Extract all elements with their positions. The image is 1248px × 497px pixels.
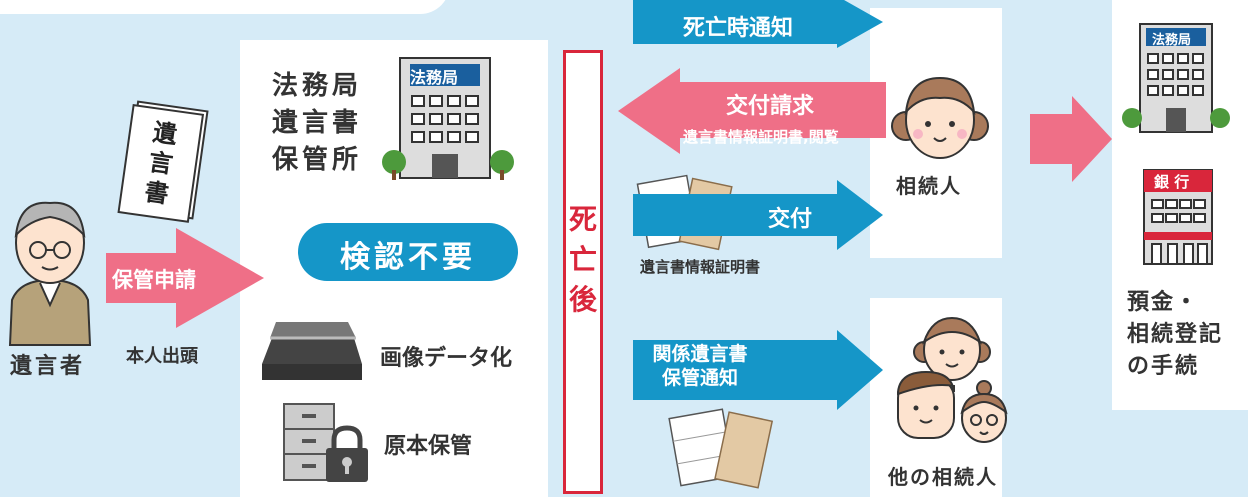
- request-arrow-label: 交付請求: [725, 94, 814, 119]
- heir-icon: [891, 76, 989, 159]
- death-notice-arrow: [633, 0, 883, 48]
- related-notice-arrow: [633, 330, 883, 410]
- other-heirs-icon: [897, 316, 1008, 443]
- other-heirs-label: 他の相続人: [888, 465, 998, 489]
- request-arrow: [618, 68, 886, 154]
- svg-text:書: 書: [143, 177, 171, 209]
- after-death-box: [563, 50, 603, 494]
- right-legal-office-icon: [1122, 23, 1230, 133]
- storage-label: 原本保管: [384, 434, 473, 459]
- scanner-icon: [262, 322, 362, 380]
- no-probate-badge: [298, 223, 518, 281]
- deposit-arrow-sub: 本人出頭: [126, 346, 198, 367]
- related-notice-label: 関係遺言書 保管通知: [652, 343, 748, 389]
- cabinet-lock-icon: [283, 403, 368, 482]
- will-document-icon: 遺 言 書: [117, 100, 209, 223]
- no-probate-label: 検認不要: [340, 240, 476, 275]
- office-sign: 法務局: [410, 68, 459, 87]
- svg-text:言: 言: [147, 147, 175, 179]
- issue-arrow-sub: 遺言書情報証明書: [640, 258, 761, 276]
- svg-text:遺: 遺: [151, 117, 180, 149]
- deposit-arrow-label: 保管申請: [112, 268, 196, 292]
- testator-icon: [8, 201, 92, 346]
- scan-label: 画像データ化: [380, 346, 513, 371]
- notice-envelope-icon: [668, 408, 774, 489]
- bank-sign: 銀 行: [1154, 173, 1190, 191]
- heir-label: 相続人: [896, 174, 962, 198]
- bank-building-icon: [1143, 169, 1213, 265]
- deposit-arrow: [106, 228, 264, 328]
- issue-arrow-label: 交付: [767, 207, 812, 232]
- after-death-label: 死 亡 後: [568, 203, 597, 316]
- office-title: 法務局 遺言書 保管所: [272, 71, 363, 175]
- testator-label: 遺言者: [10, 354, 86, 379]
- procedure-arrow: [1030, 96, 1112, 182]
- issue-arrow: [633, 180, 883, 250]
- right-office-sign: 法務局: [1152, 33, 1192, 48]
- procedure-label: 預金・ 相続登記 の手続: [1127, 290, 1224, 379]
- request-arrow-sub: 遺言書情報証明書,閲覧: [683, 128, 839, 146]
- top-tab: [0, 0, 450, 14]
- legal-office-building-icon: [382, 57, 514, 180]
- death-notice-label: 死亡時通知: [682, 16, 793, 41]
